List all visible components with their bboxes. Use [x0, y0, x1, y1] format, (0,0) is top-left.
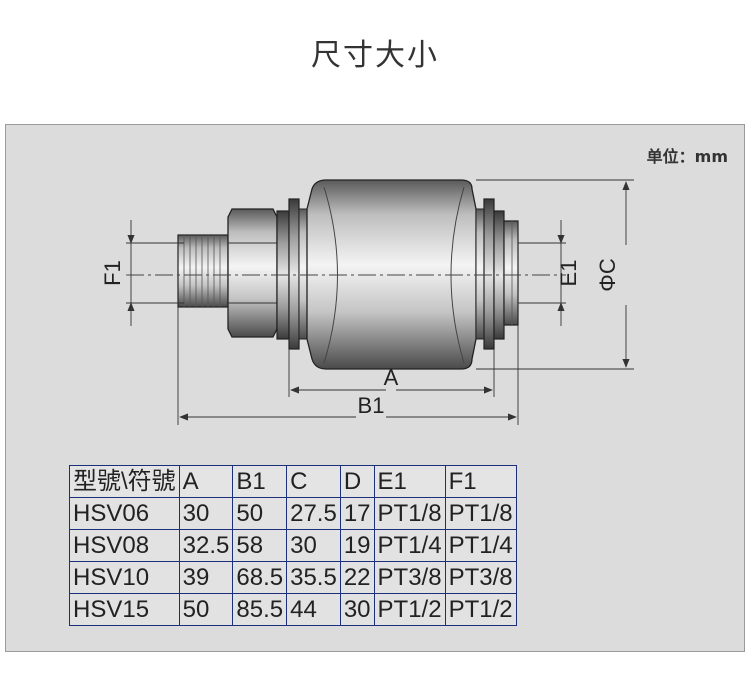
dim-b1 [177, 307, 519, 425]
label-f1: F1 [100, 260, 125, 286]
table-cell: 44 [286, 593, 341, 626]
dim-c [476, 179, 634, 370]
table-cell: PT3/8 [444, 561, 517, 594]
dim-f1 [126, 220, 184, 326]
table-cell: 30 [178, 497, 234, 530]
table-cell: PT3/8 [373, 561, 446, 594]
table-header-row: 型號\符號 A B1 C D E1 F1 [69, 465, 517, 498]
right-flange [483, 198, 495, 350]
hex-nut [227, 208, 278, 338]
header-cell: C [286, 465, 341, 498]
table-cell: 30 [339, 593, 375, 626]
table-cell: HSV15 [69, 593, 180, 626]
label-c: ΦC [595, 258, 620, 292]
spec-table: 型號\符號 A B1 C D E1 F1 HSV06 30 50 27.5 17… [69, 465, 517, 626]
table-cell: 17 [339, 497, 375, 530]
table-cell: 50 [178, 593, 234, 626]
header-cell: F1 [444, 465, 517, 498]
table-cell: PT1/2 [444, 593, 517, 626]
table-cell: 39 [178, 561, 234, 594]
label-b1: B1 [358, 393, 385, 418]
header-cell: 型號\符號 [69, 465, 180, 498]
valve-dimension-drawing: F1 E1 ΦC A [100, 179, 634, 425]
table-cell: PT1/8 [373, 497, 446, 530]
table-cell: HSV06 [69, 497, 180, 530]
table-row: HSV08 32.5 58 30 19 PT1/4 PT1/4 [69, 529, 517, 562]
header-cell: D [339, 465, 375, 498]
header-cell: A [178, 465, 234, 498]
table-row: HSV10 39 68.5 35.5 22 PT3/8 PT3/8 [69, 561, 517, 594]
table-cell: 32.5 [178, 529, 234, 562]
table-cell: 30 [286, 529, 341, 562]
table-cell: HSV08 [69, 529, 180, 562]
label-e1: E1 [556, 260, 581, 287]
right-collar [493, 210, 505, 340]
table-cell: PT1/4 [373, 529, 446, 562]
table-cell: 35.5 [286, 561, 341, 594]
table-cell: HSV10 [69, 561, 180, 594]
right-port [503, 220, 519, 326]
label-a: A [384, 365, 399, 390]
table-cell: 85.5 [232, 593, 288, 626]
table-cell: 58 [232, 529, 288, 562]
table-cell: PT1/4 [444, 529, 517, 562]
table-cell: 68.5 [232, 561, 288, 594]
table-cell: 50 [232, 497, 288, 530]
table-cell: 27.5 [286, 497, 341, 530]
header-cell: B1 [232, 465, 288, 498]
unit-label: 单位：mm [646, 147, 728, 166]
dim-e1 [518, 220, 566, 326]
table-row: HSV06 30 50 27.5 17 PT1/8 PT1/8 [69, 497, 517, 530]
table-cell: PT1/2 [373, 593, 446, 626]
table-cell: 19 [339, 529, 375, 562]
left-flange [288, 198, 300, 350]
dim-a [288, 349, 495, 397]
table-cell: 22 [339, 561, 375, 594]
table-row: HSV15 50 85.5 44 30 PT1/2 PT1/2 [69, 593, 517, 626]
left-thread [177, 234, 229, 308]
page-title: 尺寸大小 [311, 38, 439, 73]
table-cell: PT1/8 [444, 497, 517, 530]
dimension-panel: 单位：mm [5, 124, 745, 652]
header-cell: E1 [373, 465, 446, 498]
